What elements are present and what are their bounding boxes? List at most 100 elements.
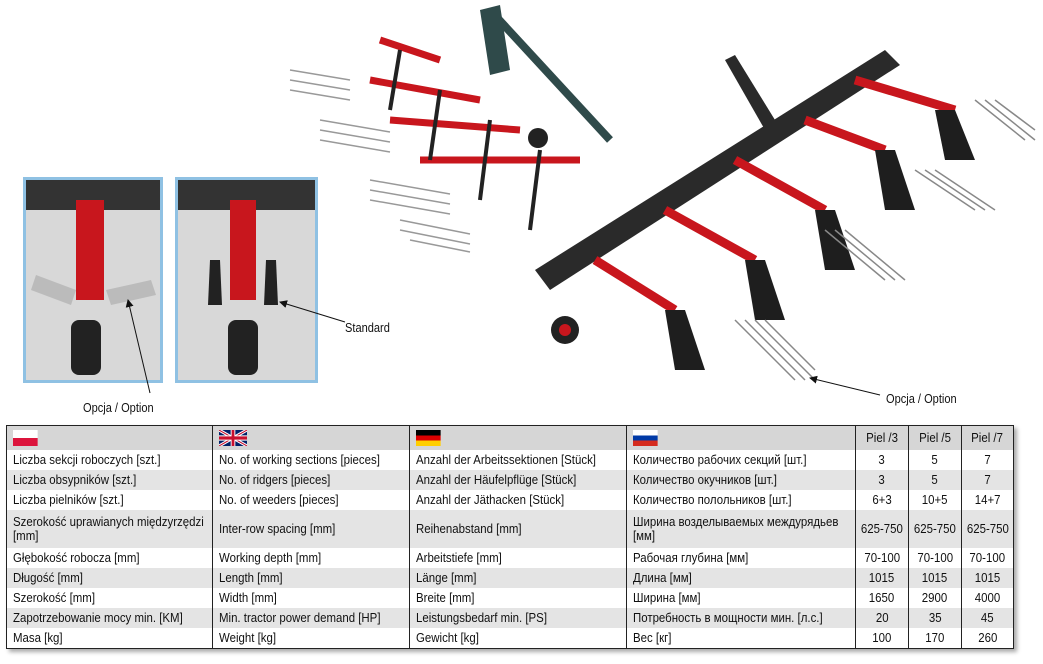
value: 70-100 — [969, 550, 1006, 565]
table-cell: 1015 — [960, 568, 1015, 588]
table-cell: 35 — [907, 608, 962, 628]
value: 2900 — [922, 590, 948, 605]
table-cell: Anzahl der Jäthacken [Stück] — [408, 490, 628, 510]
table-row: Szerokość [mm] Width [mm] Breite [mm] Ширин… — [5, 588, 1015, 608]
value: 1015 — [869, 570, 895, 585]
table-row: Głębokość robocza [mm]Working depth [mm]… — [5, 548, 1015, 568]
table-cell: Arbeitstiefe [mm] — [408, 548, 628, 568]
table-cell: Długość [mm] — [5, 568, 214, 588]
label-de: Anzahl der Jäthacken [Stück] — [415, 492, 565, 507]
inset-standard-image — [175, 177, 318, 383]
label-ru: Длина [мм] — [633, 570, 693, 585]
label-pl: Szerokość [mm] — [13, 590, 96, 605]
table-row: Masa [kg] Weight [kg] Gewicht [kg] Вес [кг]… — [5, 628, 1015, 649]
table-row: Zapotrzebowanie mocy min. [KM] Min. tract… — [5, 608, 1015, 628]
label-ru: Количество рабочих секций [шт.] — [633, 452, 807, 467]
label-en: Width [mm] — [219, 590, 278, 605]
value: 70-100 — [864, 550, 900, 565]
table-cell: Zapotrzebowanie mocy min. [KM] — [5, 608, 214, 628]
label-de: Arbeitstiefe [mm] — [415, 550, 502, 565]
table-cell: Szerokość uprawianych międzyrzędzi [mm] — [5, 510, 214, 548]
label-ru: Ширина возделываемых междурядьев [мм] — [633, 514, 839, 543]
value: 10+5 — [921, 492, 948, 507]
label-en: No. of ridgers [pieces] — [219, 472, 331, 487]
label-ru: Количество полольников [шт.] — [633, 492, 793, 507]
value: 6+3 — [872, 492, 892, 507]
label-de: Reihenabstand [mm] — [415, 521, 522, 536]
table-cell: 100 — [854, 628, 909, 649]
table-cell: 3 — [854, 470, 909, 490]
label-en: Working depth [mm] — [219, 550, 322, 565]
value: 625-750 — [860, 521, 903, 536]
label-de: Anzahl der Arbeitssektionen [Stück] — [415, 452, 596, 467]
table-row: Liczba obsypników [szt.] No. of ridgers [… — [5, 470, 1015, 490]
value: 20 — [875, 610, 889, 625]
label-de: Anzahl der Häufelpflüge [Stück] — [415, 472, 577, 487]
table-cell: 7 — [960, 470, 1015, 490]
table-cell: Min. tractor power demand [HP] — [212, 608, 410, 628]
table-cell: 1650 — [854, 588, 909, 608]
table-cell: Weight [kg] — [212, 628, 410, 649]
model-header: Piel /3 — [865, 430, 898, 445]
label-ru: Рабочая глубина [мм] — [633, 550, 749, 565]
table-cell: 6+3 — [854, 490, 909, 510]
value: 260 — [977, 630, 998, 645]
option-label-right: Opcja / Option — [886, 391, 957, 406]
table-cell: No. of weeders [pieces] — [212, 490, 410, 510]
label-de: Breite [mm] — [415, 590, 475, 605]
table-row: Szerokość uprawianych międzyrzędzi [mm]I… — [5, 510, 1015, 548]
option-label-left: Opcja / Option — [83, 400, 154, 415]
table-row: Długość [mm] Length [mm] Länge [mm] Длина [… — [5, 568, 1015, 588]
table-cell: 260 — [960, 628, 1015, 649]
cultivator-image-right — [535, 50, 1036, 381]
label-en: No. of working sections [pieces] — [219, 452, 381, 467]
cultivator-image-top — [289, 5, 613, 253]
table-cell: Потребность в мощности мин. [л.с.] — [626, 608, 856, 628]
table-cell: Длина [мм] — [626, 568, 856, 588]
value: 170 — [925, 630, 945, 645]
table-cell: Anzahl der Arbeitssektionen [Stück] — [408, 450, 628, 470]
label-en: Weight [kg] — [219, 630, 277, 645]
specification-table: Piel /3 Piel /5 Piel /7 Liczba sekcji ro… — [5, 425, 1015, 649]
value: 70-100 — [917, 550, 953, 565]
label-ru: Ширина [мм] — [633, 590, 701, 605]
table-cell: Liczba obsypników [szt.] — [5, 470, 214, 490]
table-cell: 625-750 — [960, 510, 1015, 548]
table-cell: Masa [kg] — [5, 628, 214, 649]
table-cell: 4000 — [960, 588, 1015, 608]
table-cell: Вес [кг] — [626, 628, 856, 649]
table-cell: 7 — [960, 450, 1015, 470]
table-cell: 5 — [907, 450, 962, 470]
value: 5 — [931, 452, 939, 467]
value: 14+7 — [974, 492, 1001, 507]
table-cell: Anzahl der Häufelpflüge [Stück] — [408, 470, 628, 490]
table-cell: Width [mm] — [212, 588, 410, 608]
germany-flag-icon — [415, 430, 441, 446]
table-cell: Length [mm] — [212, 568, 410, 588]
table-cell: Количество окучников [шт.] — [626, 470, 856, 490]
table-cell: 3 — [854, 450, 909, 470]
table-cell: Ширина возделываемых междурядьев [мм] — [626, 510, 856, 548]
table-cell: Leistungsbedarf min. [PS] — [408, 608, 628, 628]
table-cell: Szerokość [mm] — [5, 588, 214, 608]
label-pl: Masa [kg] — [13, 630, 63, 645]
label-ru: Вес [кг] — [633, 630, 672, 645]
table-cell: Länge [mm] — [408, 568, 628, 588]
table-row: Liczba pielników [szt.]No. of weeders [p… — [5, 490, 1015, 510]
table-cell: Gewicht [kg] — [408, 628, 628, 649]
label-en: Length [mm] — [219, 570, 283, 585]
label-ru: Потребность в мощности мин. [л.с.] — [633, 610, 824, 625]
value: 1650 — [869, 590, 895, 605]
value: 1015 — [922, 570, 948, 585]
table-cell: 70-100 — [960, 548, 1015, 568]
label-en: Min. tractor power demand [HP] — [219, 610, 381, 625]
standard-label: Standard — [345, 320, 390, 335]
label-de: Länge [mm] — [415, 570, 477, 585]
table-cell: Количество полольников [шт.] — [626, 490, 856, 510]
value: 35 — [928, 610, 942, 625]
value: 625-750 — [966, 521, 1009, 536]
value: 100 — [872, 630, 892, 645]
label-pl: Liczba sekcji roboczych [szt.] — [13, 452, 161, 467]
label-ru: Количество окучников [шт.] — [633, 472, 778, 487]
table-cell: 5 — [907, 470, 962, 490]
